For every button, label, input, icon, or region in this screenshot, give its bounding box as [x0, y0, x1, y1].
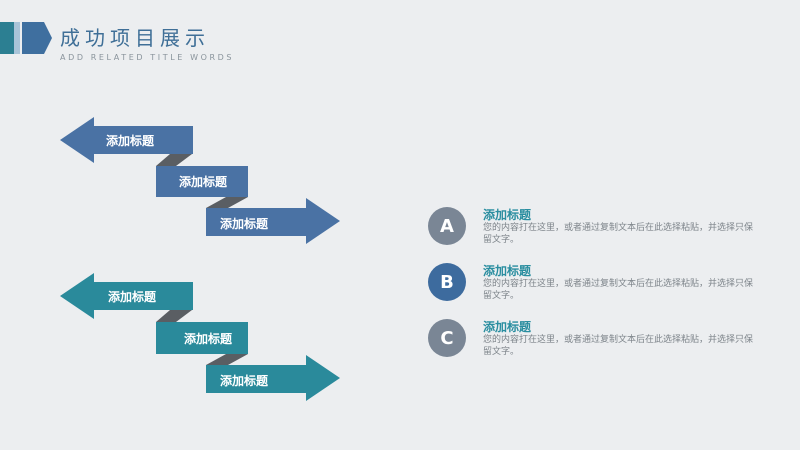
- item-a-title: 添加标题: [483, 208, 532, 222]
- page-subtitle: ADD RELATED TITLE WORDS: [60, 53, 235, 62]
- item-c-body: 您的内容打在这里，或者通过复制文本后在此选择粘贴，并选择只保留文字。: [483, 335, 754, 357]
- blue-arrow-3-label: 添加标题: [220, 217, 269, 231]
- blue-arrow-2-label: 添加标题: [179, 175, 228, 189]
- item-b-badge: B: [428, 263, 466, 301]
- teal-fold-shadow-2: [206, 354, 248, 365]
- teal-arrow-group: [60, 273, 340, 401]
- list-item-c: C 添加标题 您的内容打在这里，或者通过复制文本后在此选择粘贴，并选择只保留文字…: [428, 319, 768, 363]
- teal-fold-shadow-1: [156, 310, 192, 322]
- item-b-title: 添加标题: [483, 264, 532, 278]
- list-item-b: B 添加标题 您的内容打在这里，或者通过复制文本后在此选择粘贴，并选择只保留文字…: [428, 263, 768, 307]
- blue-arrow-group: [60, 117, 340, 244]
- teal-arrow-3: [206, 355, 340, 401]
- item-b-body: 您的内容打在这里，或者通过复制文本后在此选择粘贴，并选择只保留文字。: [483, 279, 754, 301]
- item-a-body: 您的内容打在这里，或者通过复制文本后在此选择粘贴，并选择只保留文字。: [483, 223, 754, 245]
- item-c-badge: C: [428, 319, 466, 357]
- teal-arrow-1-label: 添加标题: [108, 290, 157, 304]
- teal-arrow-2-label: 添加标题: [184, 332, 233, 346]
- item-a-badge: A: [428, 207, 466, 245]
- blue-arrow-1-label: 添加标题: [106, 134, 155, 148]
- list-item-a: A 添加标题 您的内容打在这里，或者通过复制文本后在此选择粘贴，并选择只保留文字…: [428, 207, 768, 251]
- blue-arrow-3: [206, 198, 340, 244]
- page-title: 成功项目展示: [60, 26, 210, 50]
- blue-fold-shadow-1: [156, 154, 192, 166]
- blue-arrow-2: [156, 166, 248, 197]
- blue-arrow-1: [60, 117, 193, 163]
- teal-arrow-3-label: 添加标题: [220, 374, 269, 388]
- item-c-title: 添加标题: [483, 320, 532, 334]
- teal-arrow-1: [60, 273, 193, 319]
- header-tab-icon: [0, 22, 52, 54]
- teal-arrow-2: [156, 322, 248, 354]
- blue-fold-shadow-2: [206, 197, 248, 208]
